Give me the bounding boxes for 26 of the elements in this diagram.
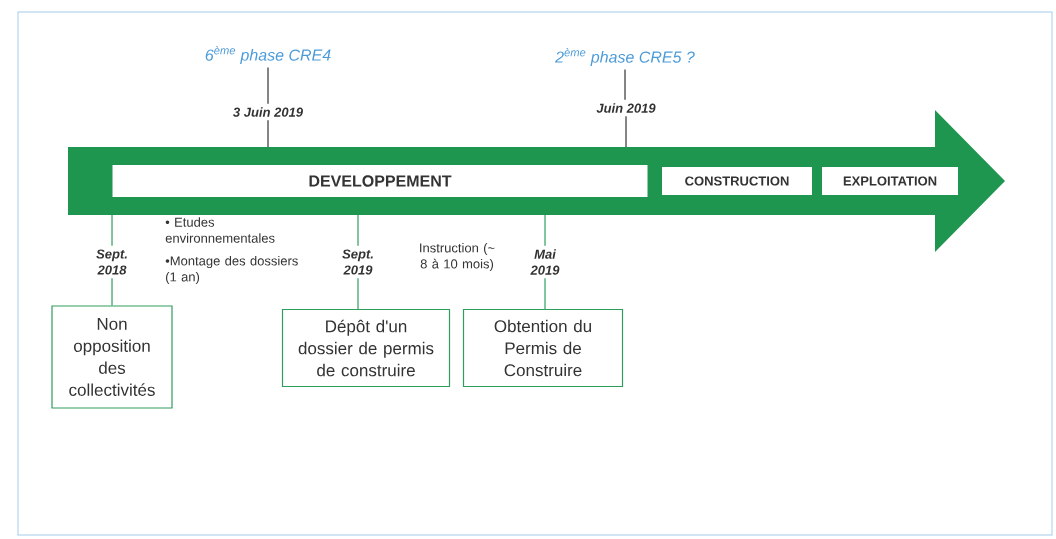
- date-label: Juin 2019: [596, 103, 656, 113]
- milestone-box: Non opposition des collectivités: [51, 305, 173, 409]
- note-text: Instruction (~ 8 à 10 mois): [420, 242, 495, 272]
- note-text: •Montage des dossiers (1 an): [165, 255, 298, 285]
- connector-line: [624, 68, 626, 101]
- connector-line: [544, 277, 546, 310]
- connector-line: [267, 119, 269, 148]
- connector-line: [267, 66, 269, 105]
- connector-line: [357, 277, 359, 310]
- connector-line: [544, 214, 546, 247]
- date-label: Sept. 2018: [96, 249, 127, 275]
- milestone-box: Obtention du Permis de Construire: [462, 308, 624, 388]
- phase-box: DEVELOPPEMENT: [112, 165, 648, 197]
- phase-label: 2$^{ème}$ phase CRE5 ?: [555, 48, 695, 66]
- date-label: 3 Juin 2019: [233, 107, 303, 117]
- phase-box: EXPLOITATION: [822, 167, 958, 195]
- connector-line: [357, 214, 359, 247]
- milestone-box: Dépôt d'un dossier de permis de construire: [281, 308, 451, 388]
- connector-line: [111, 277, 113, 306]
- connector-line: [625, 115, 627, 148]
- phase-box: CONSTRUCTION: [662, 167, 812, 195]
- connector-line: [111, 214, 113, 247]
- phase-label: 6$^{ème}$ phase CRE4: [205, 46, 331, 64]
- date-label: Mai 2019: [530, 249, 560, 275]
- date-label: Sept. 2019: [342, 249, 373, 275]
- note-text: • Etudes environnementales: [165, 217, 275, 243]
